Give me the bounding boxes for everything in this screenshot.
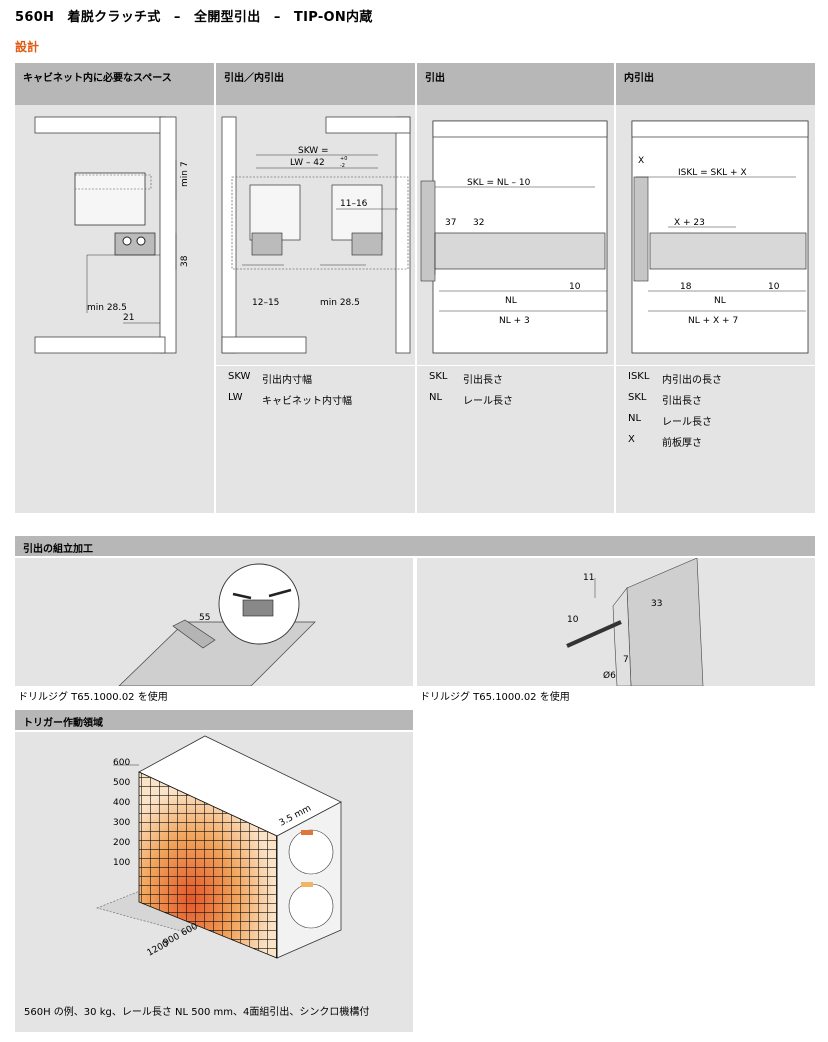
label-nl3: NL + 3 [499, 316, 530, 326]
label-min285: min 28.5 [87, 303, 127, 313]
label-1116: 11–16 [340, 199, 368, 209]
drawer-inner-diagram: SKW = LW – 42 +0 -2 11–16 12–15 min 28.5 [216, 105, 415, 365]
legend-key: NL [628, 413, 642, 424]
y-tick-200: 200 [113, 838, 130, 848]
legend-key: SKW [228, 371, 251, 382]
assembly-header: 引出の組立加工 [15, 536, 815, 556]
column-header: 引出／内引出 [216, 63, 415, 105]
legend-key: SKL [429, 371, 448, 382]
assembly-right-caption: ドリルジグ T65.1000.02 を使用 [420, 692, 570, 703]
y-tick-400: 400 [113, 798, 130, 808]
y-tick-600: 600 [113, 758, 130, 768]
label-dia6: Ø6 [603, 670, 616, 681]
label-min285: min 28.5 [320, 298, 360, 308]
space-diagram: min 7 38 min 28.5 21 [15, 105, 214, 365]
page-title: 560H 着脱クラッチ式 – 全開型引出 – TIP-ON内蔵 [15, 10, 373, 25]
label-skw: SKW = [298, 146, 329, 156]
legend-key: SKL [628, 392, 647, 403]
trigger-panel: 600 500 400 300 200 100 600 900 1200 3.5… [15, 732, 413, 1032]
column-space: キャビネット内に必要なスペース min 7 38 min 28.5 21 [15, 63, 214, 513]
legend-key: X [628, 434, 635, 445]
trigger-header: トリガー作動領域 [15, 710, 413, 730]
label-nl: NL [505, 296, 517, 306]
drawer-diagram: SKL = NL – 10 37 32 10 NL NL + 3 [417, 105, 614, 365]
legend-value: レール長さ [662, 417, 712, 428]
legend-key: LW [228, 392, 243, 403]
column-header: キャビネット内に必要なスペース [15, 63, 214, 105]
trigger-caption: 560H の例、30 kg、レール長さ NL 500 mm、4面組引出、シンクロ… [24, 1007, 370, 1018]
label-10: 10 [569, 282, 581, 292]
label-nlx7: NL + X + 7 [688, 316, 738, 326]
label-tol-top: +0 [340, 156, 347, 162]
label-38: 38 [180, 255, 190, 267]
label-1215: 12–15 [252, 298, 279, 308]
legend-key: NL [429, 392, 443, 403]
label-x23: X + 23 [674, 218, 705, 228]
label-18: 18 [680, 282, 692, 292]
legend-divider [216, 365, 415, 366]
column-drawer-inner: 引出／内引出 SKW = LW – 42 +0 -2 11–16 12–15 m… [216, 63, 415, 513]
label-min7: min 7 [180, 161, 190, 187]
depth-1200: 1200 [146, 939, 171, 959]
assembly-right-panel: 11 33 10 7 Ø6 [417, 557, 815, 687]
label-37: 37 [445, 218, 456, 228]
legend-value: レール長さ [463, 396, 513, 407]
legend-drawer: SKL 引出長さ NL レール長さ [429, 371, 513, 413]
label-iskl: ISKL = SKL + X [678, 168, 747, 178]
label-tol-bot: -2 [340, 163, 345, 169]
legend-divider [417, 365, 614, 366]
label-10: 10 [567, 615, 579, 625]
assembly-left-caption: ドリルジグ T65.1000.02 を使用 [18, 692, 168, 703]
legend-value: 引出内寸幅 [262, 375, 312, 386]
label-32: 32 [473, 218, 484, 228]
label-11: 11 [583, 573, 594, 583]
legend-value: 引出長さ [662, 396, 702, 407]
label-7: 7 [623, 655, 629, 665]
legend-value: キャビネット内寸幅 [262, 396, 352, 407]
label-nl: NL [714, 296, 726, 306]
legend-value: 引出長さ [463, 375, 503, 386]
label-x: X [638, 156, 644, 166]
column-inner-drawer: 内引出 X ISKL = SKL + X X + 23 18 10 NL NL … [616, 63, 815, 513]
label-skl: SKL = NL – 10 [467, 178, 531, 188]
y-tick-500: 500 [113, 778, 130, 788]
label-lw: LW – 42 [290, 158, 325, 168]
inner-drawer-diagram: X ISKL = SKL + X X + 23 18 10 NL NL + X … [616, 105, 815, 365]
y-tick-100: 100 [113, 858, 130, 868]
label-10: 10 [768, 282, 780, 292]
label-21: 21 [123, 313, 134, 323]
legend-value: 内引出の長さ [662, 375, 722, 386]
column-drawer: 引出 SKL = NL – 10 37 32 10 NL NL + 3 SKL 引… [417, 63, 614, 513]
legend-key: ISKL [628, 371, 650, 382]
label-33: 33 [651, 599, 662, 609]
section-title: 設計 [15, 40, 40, 54]
legend-value: 前板厚さ [662, 438, 702, 449]
legend-drawer-inner: SKW 引出内寸幅 LW キャビネット内寸幅 [228, 371, 352, 413]
legend-divider [616, 365, 815, 366]
label-55: 55 [199, 613, 210, 623]
column-header: 内引出 [616, 63, 815, 105]
assembly-left-panel: 55 [15, 558, 413, 687]
y-tick-300: 300 [113, 818, 130, 828]
column-header: 引出 [417, 63, 614, 105]
legend-inner-drawer: ISKL 内引出の長さ SKL 引出長さ NL レール長さ X 前板厚さ [628, 371, 722, 455]
